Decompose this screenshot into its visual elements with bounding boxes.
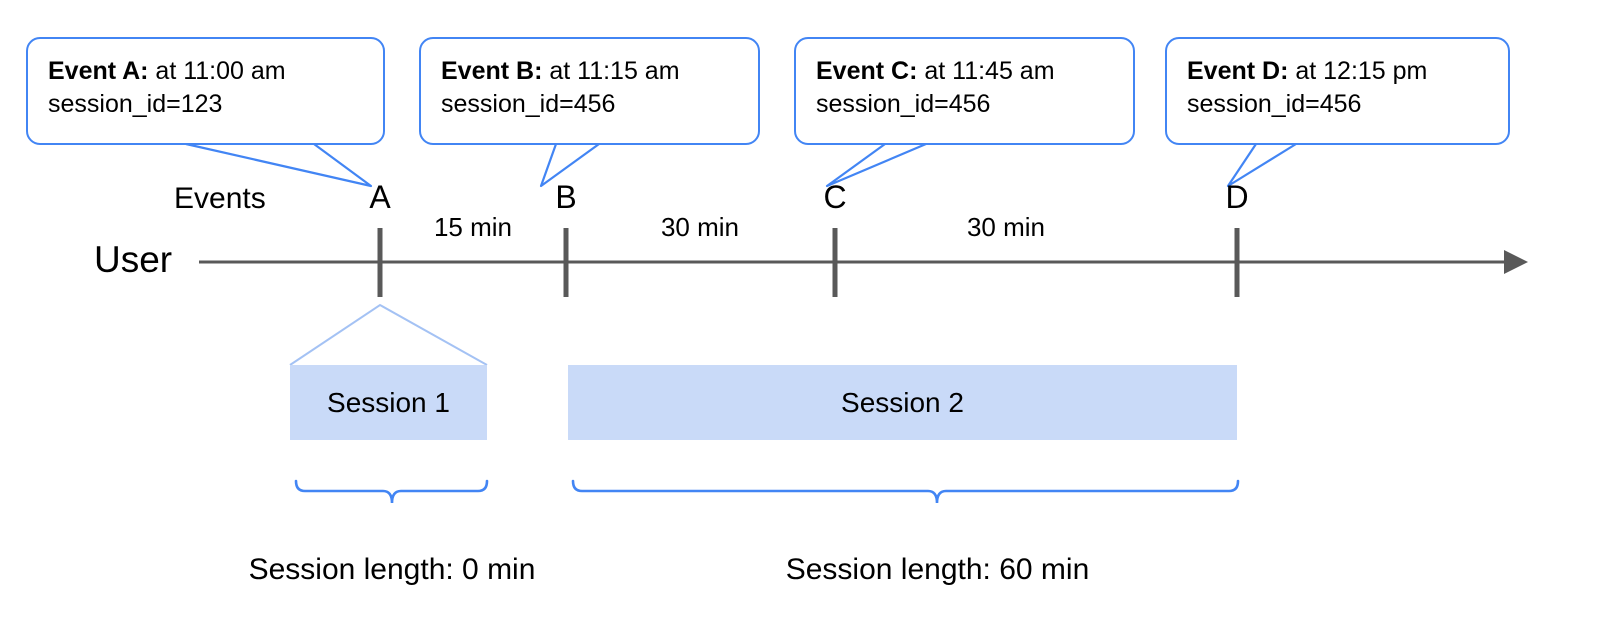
session2-brace (571, 479, 1240, 504)
event-point-label-d: D (1225, 179, 1249, 215)
callout-tail-d (1226, 143, 1297, 188)
callout-a-session-id: session_id=123 (48, 90, 223, 118)
row-label-user: User (94, 239, 173, 280)
session-length-label-1: Session length: 0 min (248, 553, 536, 586)
callout-c-title: Event C: (816, 57, 918, 85)
session-length-label-2: Session length: 60 min (785, 553, 1090, 586)
callout-event-b[interactable]: Event B: at 11:15 am session_id=456 (419, 37, 760, 145)
gap-label-b-to-c: 30 min (660, 212, 740, 242)
row-label-events: Events (174, 182, 266, 215)
callout-c-time: at 11:45 am (917, 57, 1055, 85)
callout-tail-a (185, 142, 373, 188)
session1-connector (289, 303, 488, 366)
callout-tail-b (539, 143, 600, 188)
callout-event-c[interactable]: Event C: at 11:45 am session_id=456 (794, 37, 1135, 145)
callout-b-title: Event B: (441, 57, 543, 85)
callout-c-session-id: session_id=456 (816, 90, 991, 118)
callout-event-a[interactable]: Event A: at 11:00 am session_id=123 (26, 37, 385, 145)
event-point-label-c: C (823, 179, 847, 215)
gap-label-a-to-b: 15 min (433, 212, 513, 242)
session-bar-2[interactable]: Session 2 (568, 365, 1237, 440)
callout-d-title: Event D: (1187, 57, 1289, 85)
callout-b-session-id: session_id=456 (441, 90, 616, 118)
gap-label-c-to-d: 30 min (966, 212, 1046, 242)
callout-a-title: Event A: (48, 57, 149, 85)
callout-tail-c (825, 142, 927, 188)
event-point-label-a: A (369, 179, 391, 215)
session-bar-1[interactable]: Session 1 (290, 365, 487, 440)
callout-event-d[interactable]: Event D: at 12:15 pm session_id=456 (1165, 37, 1510, 145)
callout-b-time: at 11:15 am (542, 57, 680, 85)
callout-a-time: at 11:00 am (148, 57, 286, 85)
event-point-label-b: B (555, 179, 577, 215)
session-bar-2-label: Session 2 (841, 386, 964, 418)
session1-brace (294, 479, 489, 504)
callout-d-time: at 12:15 pm (1288, 57, 1428, 85)
callout-d-session-id: session_id=456 (1187, 90, 1362, 118)
session-bar-1-label: Session 1 (327, 386, 450, 418)
